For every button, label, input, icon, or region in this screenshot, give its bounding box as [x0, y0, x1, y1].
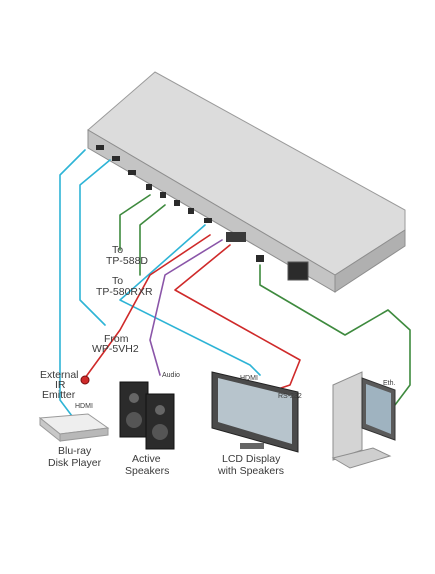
label-to-tp588d-line2: TP-588D: [106, 255, 148, 267]
ir-emitter-icon: [80, 375, 90, 385]
labels: To TP-588D To TP-580RXR From WP-5VH2 Ext…: [40, 244, 396, 477]
caption-lcd-line1: LCD Display: [222, 453, 281, 465]
port-power: [287, 261, 309, 281]
label-ir-line3: Emitter: [42, 389, 76, 401]
active-speakers-icon: [119, 381, 175, 450]
caption-lcd-line2: with Speakers: [217, 465, 284, 477]
label-audio: Audio: [162, 372, 180, 379]
port-hdbt-2: [160, 192, 166, 198]
port-terminal-block: [226, 232, 246, 242]
label-to-tp580rxr-line1: To: [112, 275, 123, 287]
caption-speakers-line1: Active: [132, 453, 161, 465]
label-to-tp580rxr-line2: TP-580RXR: [96, 286, 153, 298]
port-hdmi-in-1: [96, 145, 104, 150]
cable-from-wp5vh2: [79, 159, 111, 326]
label-ir-line2: IR: [55, 379, 66, 391]
port-hdmi-in-2: [112, 156, 120, 161]
label-rs232: RS-232: [278, 393, 302, 400]
port-hdmi-out: [204, 218, 212, 223]
cable-ir-emitter: [84, 234, 211, 379]
label-ir-line1: External: [40, 369, 79, 381]
cable-to-tp588d: [119, 194, 151, 251]
label-to-tp588d-line1: To: [112, 244, 123, 256]
caption-bluray-line1: Blu-ray: [58, 445, 92, 457]
caption-bluray-line2: Disk Player: [48, 457, 102, 469]
cable-ethernet: [259, 264, 411, 406]
port-ethernet: [256, 255, 264, 262]
port-hdbt-1: [146, 184, 152, 190]
port-hdbt-3: [174, 200, 180, 206]
port-hdbt-4: [188, 208, 194, 214]
port-hdmi-in-3: [128, 170, 136, 175]
cable-hdmi-display: [119, 224, 261, 376]
label-from-wp-line2: WP-5VH2: [92, 343, 139, 355]
label-eth: Eth.: [383, 380, 396, 387]
switcher-unit: [87, 71, 406, 293]
caption-speakers-line2: Speakers: [125, 465, 169, 477]
label-from-wp-line1: From: [104, 333, 129, 345]
label-hdmi-source: HDMI: [75, 403, 93, 410]
cable-rs232: [174, 244, 301, 396]
lcd-display-icon: [211, 371, 299, 453]
switcher-side-face: [334, 229, 406, 293]
cable-audio: [149, 239, 223, 376]
cable-to-tp580rxr: [139, 204, 166, 276]
bluray-player-icon: [38, 413, 110, 443]
label-hdmi-display: HDMI: [240, 375, 258, 382]
computer-icon: [331, 371, 396, 469]
cable-hdmi-source: [59, 149, 86, 421]
